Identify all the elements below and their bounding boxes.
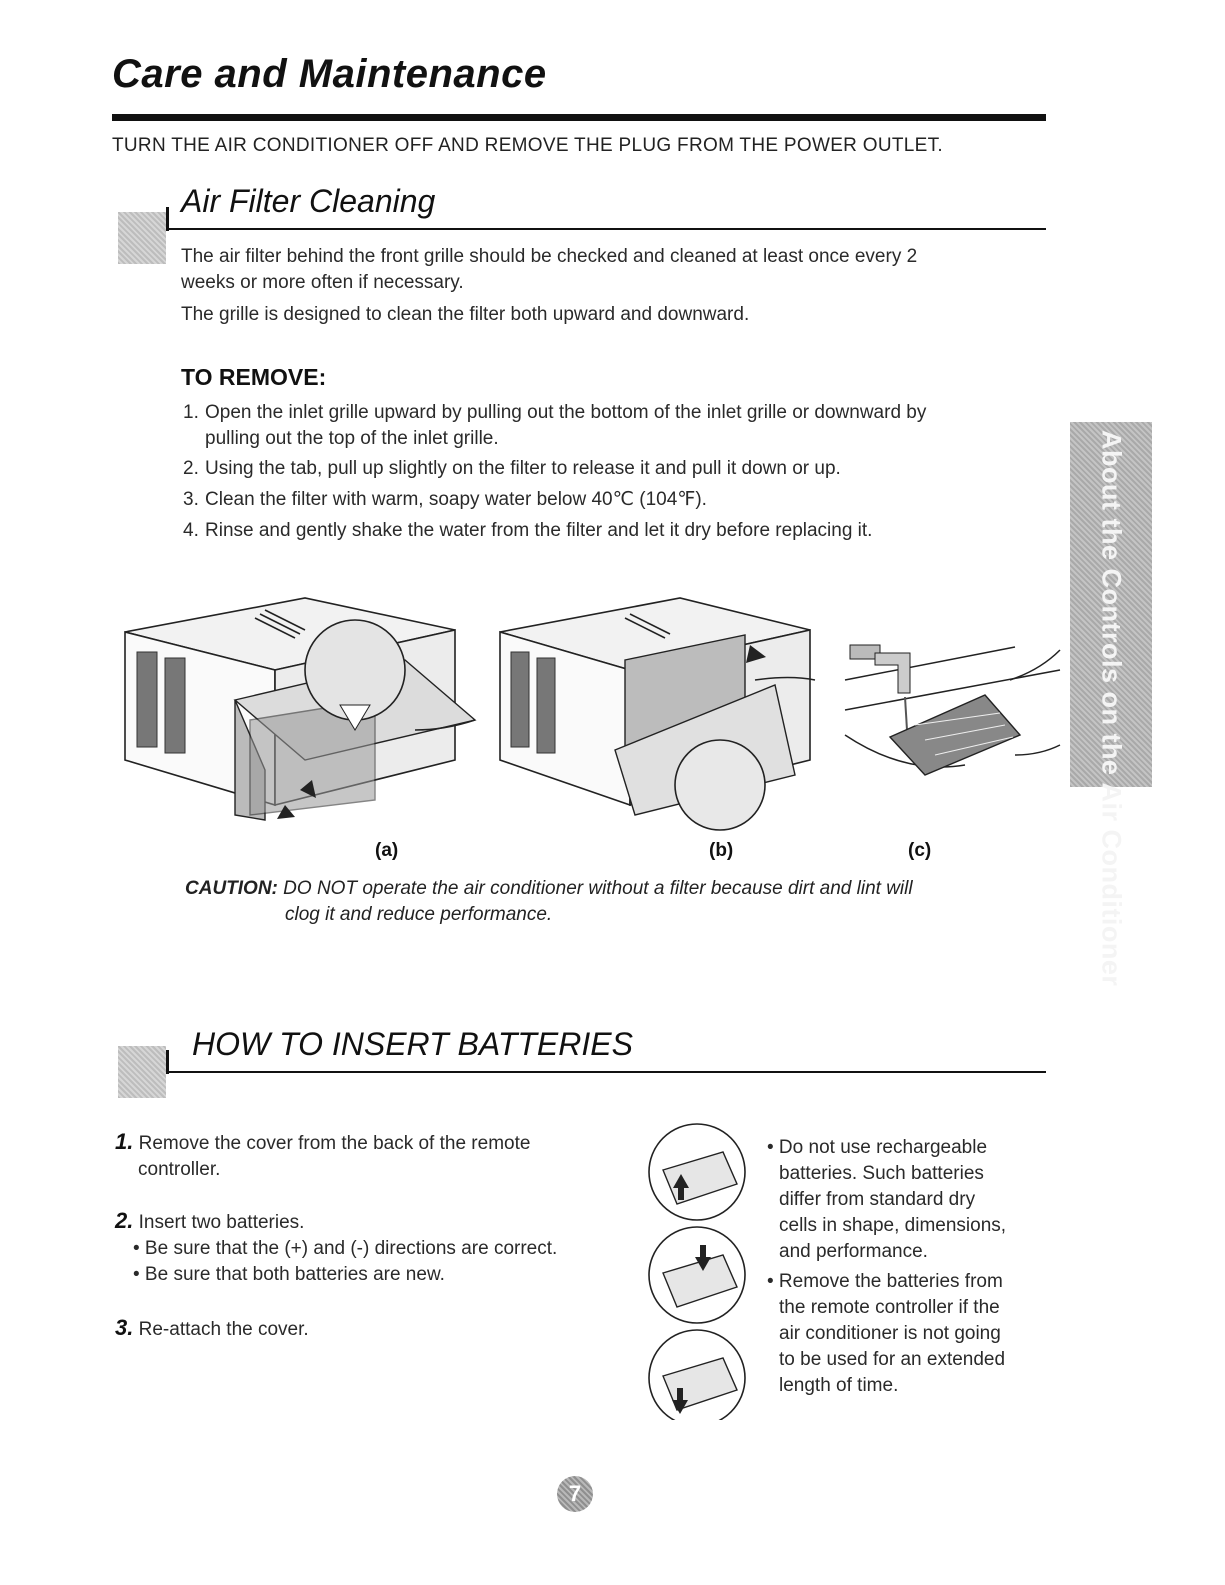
bullet-text: • Be sure that both batteries are new. <box>133 1264 445 1285</box>
caution-text: DO NOT operate the air conditioner witho… <box>283 878 913 899</box>
step-text: pulling out the top of the inlet grille. <box>205 428 499 449</box>
remove-step: 3. Clean the filter with warm, soapy wate… <box>183 487 707 513</box>
caution-label: CAUTION: <box>185 878 278 899</box>
page-number: 7 <box>557 1476 593 1512</box>
side-tab-label: About the Controls on the Air Conditione… <box>1096 429 1127 986</box>
step-text: Clean the filter with warm, soapy water … <box>205 489 707 510</box>
section-tick <box>166 207 169 231</box>
section-marker-batteries <box>118 1046 166 1098</box>
step-text: Using the tab, pull up slightly on the f… <box>205 458 841 479</box>
battery-step: 3. Re-attach the cover. <box>115 1315 309 1343</box>
side-section-tab[interactable]: About the Controls on the Air Conditione… <box>1070 422 1152 986</box>
section-marker-filter <box>118 212 166 264</box>
note-line: to be used for an extended <box>779 1349 1006 1370</box>
step-text: Insert two batteries. <box>138 1212 305 1233</box>
battery-step: 2. Insert two batteries. • Be sure that … <box>115 1208 557 1288</box>
remove-step: 2. Using the tab, pull up slightly on the… <box>183 456 841 482</box>
bullet-text: • Be sure that the (+) and (-) direction… <box>133 1238 558 1259</box>
step-number: 3. <box>183 489 199 510</box>
safety-warning: TURN THE AIR CONDITIONER OFF AND REMOVE … <box>112 135 943 156</box>
section-rule-filter <box>166 228 1046 230</box>
remove-heading: TO REMOVE: <box>181 364 327 390</box>
step-text: Re-attach the cover. <box>138 1319 309 1340</box>
step-text: Open the inlet grille upward by pulling … <box>205 402 927 423</box>
note-line: differ from standard dry <box>779 1189 976 1210</box>
filter-intro-line: weeks or more often if necessary. <box>181 272 464 293</box>
figure-caption-c: (c) <box>908 840 932 861</box>
illustration-b-pull-filter <box>499 597 816 831</box>
caution-text: clog it and reduce performance. <box>285 904 553 925</box>
caution-note: CAUTION: DO NOT operate the air conditio… <box>185 876 1055 928</box>
step-number: 3. <box>115 1315 134 1340</box>
note-line: the remote controller if the <box>779 1297 1000 1318</box>
section-heading-filter: Air Filter Cleaning <box>181 183 436 219</box>
section-tick <box>166 1050 169 1074</box>
figure-caption-b: (b) <box>709 840 734 861</box>
step-text: controller. <box>138 1159 221 1180</box>
note-line: length of time. <box>779 1375 899 1396</box>
note-line: and performance. <box>779 1241 928 1262</box>
step-number: 1. <box>115 1129 134 1154</box>
battery-step: 1. Remove the cover from the back of the… <box>115 1129 530 1183</box>
note-line: • Remove the batteries from <box>767 1271 1003 1292</box>
page-title: Care and Maintenance <box>112 52 547 96</box>
filter-intro-line: The air filter behind the front grille s… <box>181 246 918 267</box>
step-number: 2. <box>183 458 199 479</box>
step-number: 2. <box>115 1208 134 1233</box>
section-heading-batteries: HOW TO INSERT BATTERIES <box>192 1026 633 1062</box>
step-number: 4. <box>183 520 199 541</box>
step-text: Remove the cover from the back of the re… <box>138 1133 531 1154</box>
illustration-c-wash-filter <box>844 644 1061 776</box>
battery-note: • Do not use rechargeable batteries. Suc… <box>767 1135 1006 1265</box>
illustration-a-open-grille <box>124 597 477 821</box>
filter-grille-note: The grille is designed to clean the filt… <box>181 304 750 325</box>
note-line: air conditioner is not going <box>779 1323 1001 1344</box>
section-rule-batteries <box>166 1071 1046 1073</box>
remove-step: 4. Rinse and gently shake the water from … <box>183 518 872 544</box>
remote-battery-illustrations <box>648 1123 746 1420</box>
step-number: 1. <box>183 402 199 423</box>
battery-note: • Remove the batteries from the remote c… <box>767 1269 1005 1399</box>
note-line: cells in shape, dimensions, <box>779 1215 1007 1236</box>
figure-caption-a: (a) <box>375 840 399 861</box>
filter-intro: The air filter behind the front grille s… <box>181 244 917 296</box>
remove-step: 1. Open the inlet grille upward by pullin… <box>183 400 926 452</box>
title-divider <box>112 114 1046 121</box>
step-text: Rinse and gently shake the water from th… <box>205 520 873 541</box>
note-line: • Do not use rechargeable <box>767 1137 988 1158</box>
note-line: batteries. Such batteries <box>779 1163 984 1184</box>
